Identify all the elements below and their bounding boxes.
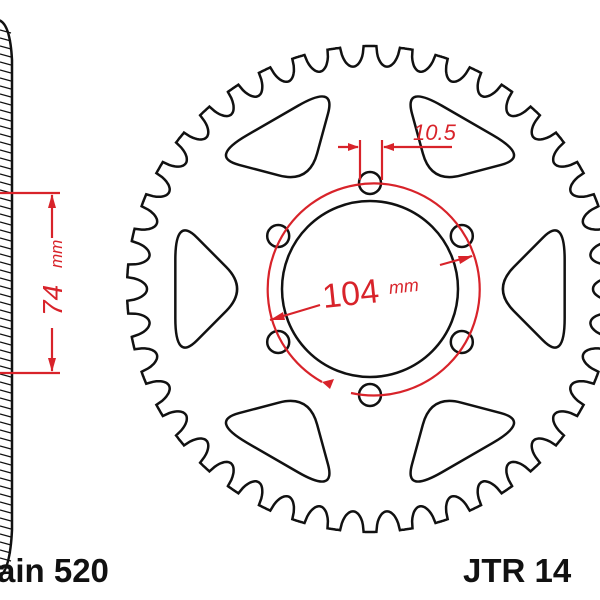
side-view-tooth-mark — [0, 117, 12, 122]
side-view-tooth-mark — [0, 229, 12, 234]
side-view-tooth-mark — [0, 61, 12, 66]
bolt-circle-arc — [266, 182, 481, 397]
sprocket-teeth-outline — [126, 44, 600, 534]
side-view-tooth-mark — [0, 549, 12, 554]
lightening-cutout — [409, 399, 516, 483]
bolt-circle-value: 104 — [320, 272, 380, 316]
side-view-tooth-mark — [0, 101, 12, 106]
part-number-label: JTR 14 — [463, 552, 572, 589]
side-view-tooth-mark — [0, 29, 12, 34]
side-view — [0, 19, 14, 579]
side-view-tooth-mark — [0, 365, 12, 370]
side-view-tooth-mark — [0, 389, 12, 394]
side-view-tooth-mark — [0, 157, 12, 162]
bolt-hole — [265, 223, 291, 249]
lightening-cutout — [409, 95, 516, 179]
lightening-cutout — [501, 229, 566, 349]
bolt-hole-dimension: 10.5 — [413, 120, 457, 145]
bolt-hole — [265, 329, 291, 355]
bolt-hole — [449, 223, 475, 249]
side-view-tooth-mark — [0, 125, 12, 130]
side-view-tooth-mark — [0, 269, 12, 274]
side-view-tooth-mark — [0, 357, 12, 362]
side-view-tooth-mark — [0, 461, 12, 466]
side-view-tooth-mark — [0, 413, 12, 418]
side-view-tooth-mark — [0, 349, 12, 354]
side-view-tooth-mark — [0, 237, 12, 242]
hub-bore — [280, 199, 460, 379]
side-view-tooth-mark — [0, 277, 12, 282]
side-view-tooth-mark — [0, 509, 12, 514]
side-view-tooth-mark — [0, 445, 12, 450]
side-dimension-value: 74 — [37, 285, 68, 316]
side-view-tooth-mark — [0, 381, 12, 386]
side-view-tooth-mark — [0, 285, 12, 290]
side-view-tooth-mark — [0, 317, 12, 322]
side-view-tooth-mark — [0, 253, 12, 258]
side-view-tooth-mark — [0, 141, 12, 146]
side-view-tooth-mark — [0, 213, 12, 218]
side-view-tooth-mark — [0, 45, 12, 50]
side-view-tooth-mark — [0, 293, 12, 298]
side-view-tooth-mark — [0, 173, 12, 178]
side-view-tooth-mark — [0, 93, 12, 98]
side-view-tooth-mark — [0, 205, 12, 210]
side-view-tooth-mark — [0, 541, 12, 546]
chain-size-label: ain 520 — [0, 552, 109, 589]
side-view-tooth-mark — [0, 373, 12, 378]
side-view-tooth-mark — [0, 85, 12, 90]
side-view-tooth-mark — [0, 309, 12, 314]
side-view-tooth-mark — [0, 197, 12, 202]
side-view-tooth-mark — [0, 333, 12, 338]
bolt-circle-unit: mm — [388, 275, 420, 298]
lightening-cutout — [224, 95, 331, 179]
side-view-tooth-mark — [0, 557, 12, 562]
side-view-tooth-mark — [0, 429, 12, 434]
side-view-tooth-mark — [0, 501, 12, 506]
side-view-tooth-mark — [0, 469, 12, 474]
side-view-tooth-mark — [0, 149, 12, 154]
side-view-tooth-mark — [0, 53, 12, 58]
side-view-tooth-mark — [0, 477, 12, 482]
side-view-tooth-mark — [0, 533, 12, 538]
side-view-tooth-mark — [0, 181, 12, 186]
side-view-tooth-mark — [0, 69, 12, 74]
side-view-tooth-mark — [0, 261, 12, 266]
side-view-tooth-mark — [0, 405, 12, 410]
side-view-tooth-mark — [0, 493, 12, 498]
side-dimension-unit: mm — [47, 240, 66, 268]
side-view-tooth-mark — [0, 565, 12, 570]
bolt-hole — [449, 329, 475, 355]
side-view-tooth-mark — [0, 245, 12, 250]
side-view-tooth-mark — [0, 453, 12, 458]
side-view-tooth-mark — [0, 517, 12, 522]
side-view-tooth-mark — [0, 437, 12, 442]
side-view-tooth-mark — [0, 133, 12, 138]
side-view-tooth-mark — [0, 325, 12, 330]
side-view-tooth-mark — [0, 221, 12, 226]
side-view-tooth-mark — [0, 165, 12, 170]
lightening-cutout — [224, 399, 331, 483]
side-view-tooth-mark — [0, 421, 12, 426]
side-view-tooth-mark — [0, 301, 12, 306]
side-view-tooth-mark — [0, 341, 12, 346]
side-view-outline — [0, 19, 14, 579]
side-view-tooth-mark — [0, 109, 12, 114]
side-view-tooth-mark — [0, 485, 12, 490]
side-view-tooth-mark — [0, 77, 12, 82]
side-view-tooth-mark — [0, 37, 12, 42]
side-view-tooth-mark — [0, 397, 12, 402]
side-view-tooth-mark — [0, 525, 12, 530]
lightening-cutout — [174, 229, 239, 349]
